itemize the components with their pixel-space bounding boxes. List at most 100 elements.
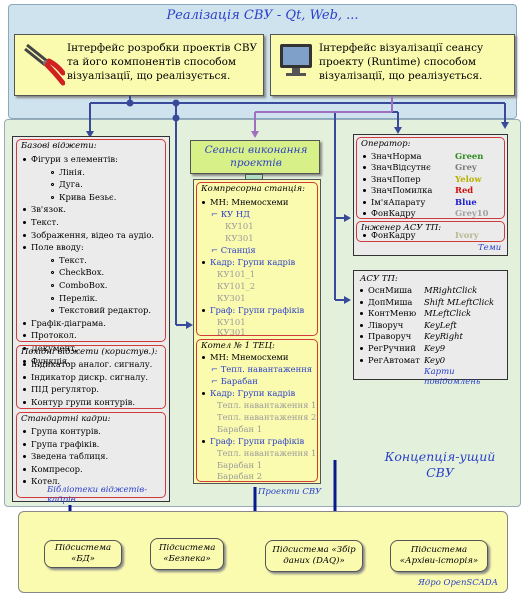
list-item[interactable]: Зведена таблиця. bbox=[23, 450, 108, 463]
tree-node[interactable]: Тепл. навантаження 1 bbox=[217, 448, 317, 458]
list-item[interactable]: Дуга. bbox=[23, 178, 154, 191]
row-name: ЗначПомилка bbox=[371, 185, 433, 196]
tree-node[interactable]: Тепл. навантаження 2 bbox=[217, 412, 317, 422]
tree-node[interactable]: ⌐ Тепл. навантаження bbox=[211, 364, 313, 374]
list-item[interactable]: Котел. bbox=[23, 475, 108, 488]
list-item[interactable]: Перелік. bbox=[23, 292, 154, 305]
derived-widgets-section: Похідні віджети (користув.): Індикатор а… bbox=[16, 345, 166, 409]
standard-frames-list: Група контурів. Група графіків. Зведена … bbox=[23, 425, 108, 488]
tree-node[interactable]: Барабан 2 bbox=[217, 471, 263, 481]
themes-caption: Теми bbox=[478, 243, 502, 253]
list-item[interactable]: Документ. bbox=[23, 342, 154, 355]
implementation-title: Реалізація СВУ - Qt, Web, ... bbox=[166, 8, 359, 23]
table-row[interactable]: КонтМеню MLeftClick bbox=[360, 308, 471, 319]
list-item[interactable]: Група графіків. bbox=[23, 438, 108, 451]
project-compressor-station: Компресорна станція: МН: Мнемосхеми ⌐ КУ… bbox=[196, 182, 318, 337]
tree-node[interactable]: КУ101_2 bbox=[217, 281, 256, 291]
row-name: ЗначПопер bbox=[371, 173, 421, 184]
row-value: KeyRight bbox=[424, 331, 463, 342]
tree-node[interactable]: КУ101 bbox=[225, 221, 254, 231]
tree-node[interactable]: КУ301 bbox=[225, 233, 254, 243]
widget-libraries-panel: Базові віджети: Фігури з елементів: Ліні… bbox=[12, 136, 170, 505]
list-item[interactable]: ПІД регулятор. bbox=[23, 383, 152, 396]
tree-node[interactable]: Граф: Групи графіків bbox=[202, 305, 304, 315]
tree-node[interactable]: Барабан 1 bbox=[217, 424, 263, 434]
tree-node[interactable]: КУ101_1 bbox=[217, 269, 256, 279]
pliers-icon bbox=[24, 43, 65, 86]
row-value: Key0 bbox=[424, 354, 446, 365]
tree-node[interactable]: Граф: Групи графіків bbox=[202, 436, 304, 446]
monitor-icon bbox=[280, 44, 312, 76]
dev-interface-text: Інтерфейс розробки проектів СВУ та його … bbox=[67, 42, 258, 82]
project-title: Котел № 1 ТЕЦ: bbox=[201, 341, 275, 351]
list-item[interactable]: Лінія. bbox=[23, 166, 154, 179]
tree-node[interactable]: ⌐ Барабан bbox=[211, 376, 258, 386]
list-item[interactable]: Поле вводу: bbox=[23, 241, 154, 254]
events-caption: Карти повідомлень bbox=[424, 367, 481, 387]
row-value: Shift MLeftClick bbox=[424, 296, 495, 307]
list-item[interactable]: Компресор. bbox=[23, 463, 108, 476]
list-item[interactable]: Контур групи контурів. bbox=[23, 396, 152, 409]
basic-widgets-section: Базові віджети: Фігури з елементів: Ліні… bbox=[16, 139, 166, 366]
subsystem-security[interactable]: Підсистема «Безпека» bbox=[150, 538, 224, 570]
tree-node[interactable]: Кадр: Групи кадрів bbox=[202, 388, 295, 398]
tree-node[interactable]: ⌐ КУ НД bbox=[211, 209, 250, 219]
list-item[interactable]: Індикатор аналог. сигналу. bbox=[23, 358, 152, 371]
list-item[interactable]: Фігури з елементів: bbox=[23, 153, 154, 166]
list-item[interactable]: Графік-діаграма. bbox=[23, 317, 154, 330]
list-item[interactable]: Текстовий редактор. bbox=[23, 304, 154, 317]
sessions-box[interactable]: Сеанси виконання проектів bbox=[190, 140, 320, 174]
row-name: Ліворуч bbox=[368, 319, 404, 330]
list-item[interactable]: ComboBox. bbox=[23, 279, 154, 292]
list-item[interactable]: Протокол. bbox=[23, 329, 154, 342]
list-item[interactable]: Текст. bbox=[23, 254, 154, 267]
row-value: Grey bbox=[455, 162, 477, 173]
runtime-interface-box[interactable]: Інтерфейс візуалізації сеансу проекту (R… bbox=[270, 34, 515, 96]
basic-widgets-list: Фігури з елементів: Лінія. Дуга. Крива Б… bbox=[23, 153, 154, 367]
list-item[interactable]: Крива Безьє. bbox=[23, 191, 154, 204]
standard-frames-section: Стандартні кадри: Група контурів. Група … bbox=[16, 412, 166, 505]
subsystem-archives[interactable]: Підсистема «Архіви-історія» bbox=[390, 540, 488, 572]
subsystem-db[interactable]: Підсистема «БД» bbox=[44, 540, 122, 568]
tree-node[interactable]: ⌐ Станція bbox=[211, 245, 256, 255]
tree-node[interactable]: Тепл. навантаження 1 bbox=[217, 400, 317, 410]
list-item[interactable]: CheckBox. bbox=[23, 266, 154, 279]
row-name: КонтМеню bbox=[368, 308, 417, 319]
projects-caption: Проекти СВУ bbox=[258, 487, 322, 497]
list-item[interactable]: Зображення, відео та аудіо. bbox=[23, 229, 154, 242]
table-row[interactable]: Праворуч KeyRight bbox=[360, 331, 463, 342]
tree-node[interactable]: МН: Мнемосхеми bbox=[202, 352, 289, 362]
events-title: АСУ ТП: bbox=[360, 274, 398, 284]
list-item[interactable]: Група контурів. bbox=[23, 425, 108, 438]
dev-interface-box[interactable]: Інтерфейс розробки проектів СВУ та його … bbox=[14, 34, 264, 96]
tree-node[interactable]: КУ301 bbox=[217, 327, 246, 337]
subsystem-daq[interactable]: Підсистема «Збір даних (DAQ)» bbox=[265, 540, 363, 572]
list-item[interactable]: Зв'язок. bbox=[23, 203, 154, 216]
row-value: MLeftClick bbox=[424, 308, 472, 319]
list-item[interactable]: Індикатор дискр. сигналу. bbox=[23, 371, 152, 384]
sessions-label: Сеанси виконання проектів bbox=[204, 144, 308, 169]
operator-theme-title: Оператор: bbox=[361, 139, 411, 149]
row-name: ОснМиша bbox=[368, 285, 413, 295]
list-item[interactable]: Текст. bbox=[23, 216, 154, 229]
tree-node[interactable]: КУ101 bbox=[217, 317, 246, 327]
list-item[interactable]: Функція. bbox=[23, 355, 154, 368]
tree-node[interactable]: МН: Мнемосхеми bbox=[202, 197, 289, 207]
tree-node[interactable]: Барабан 1 bbox=[217, 460, 263, 470]
tree-node[interactable]: КУ301 bbox=[217, 293, 246, 303]
tree-node[interactable]: Кадр: Групи кадрів bbox=[202, 257, 295, 267]
row-name: Праворуч bbox=[368, 331, 412, 342]
